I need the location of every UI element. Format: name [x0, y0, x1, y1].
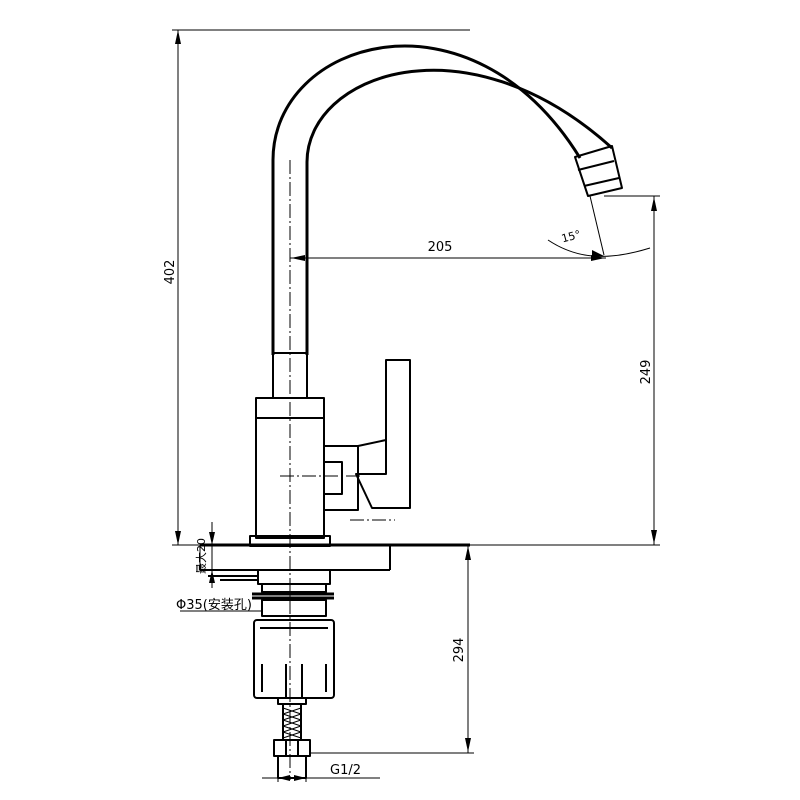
- faucet-body: [255, 352, 359, 539]
- mounting-base: [199, 535, 470, 617]
- aerator-nozzle: [574, 145, 623, 256]
- dimension-hole-diameter: Φ35(安装孔): [176, 598, 262, 613]
- dimension-label-294: 294: [452, 638, 467, 663]
- dimension-spout-reach: 205: [290, 240, 606, 261]
- center-lines: [280, 160, 395, 780]
- supply-hose: [277, 697, 307, 741]
- dimension-label-angle: 15°: [560, 228, 582, 246]
- lower-housing: [253, 619, 335, 699]
- dimension-total-height: 402: [163, 29, 470, 546]
- dimension-angle: 15°: [547, 228, 651, 258]
- dimension-label-hole-diameter: Φ35(安装孔): [176, 598, 252, 613]
- handle-lever: [355, 359, 411, 509]
- spout: [271, 44, 614, 355]
- dimension-label-402: 402: [163, 260, 178, 285]
- dimension-label-thread: G1/2: [330, 763, 361, 778]
- dimension-label-249: 249: [639, 360, 654, 385]
- dimension-label-max-thickness: 最大20: [194, 538, 208, 574]
- dimension-below-counter: 294: [310, 545, 474, 754]
- dimension-label-205: 205: [428, 240, 453, 255]
- dimension-spout-height: 249: [470, 195, 660, 546]
- dimension-max-thickness: 最大20: [194, 522, 216, 588]
- hex-nut-fitting: [273, 739, 311, 779]
- dimension-thread: G1/2: [262, 760, 380, 782]
